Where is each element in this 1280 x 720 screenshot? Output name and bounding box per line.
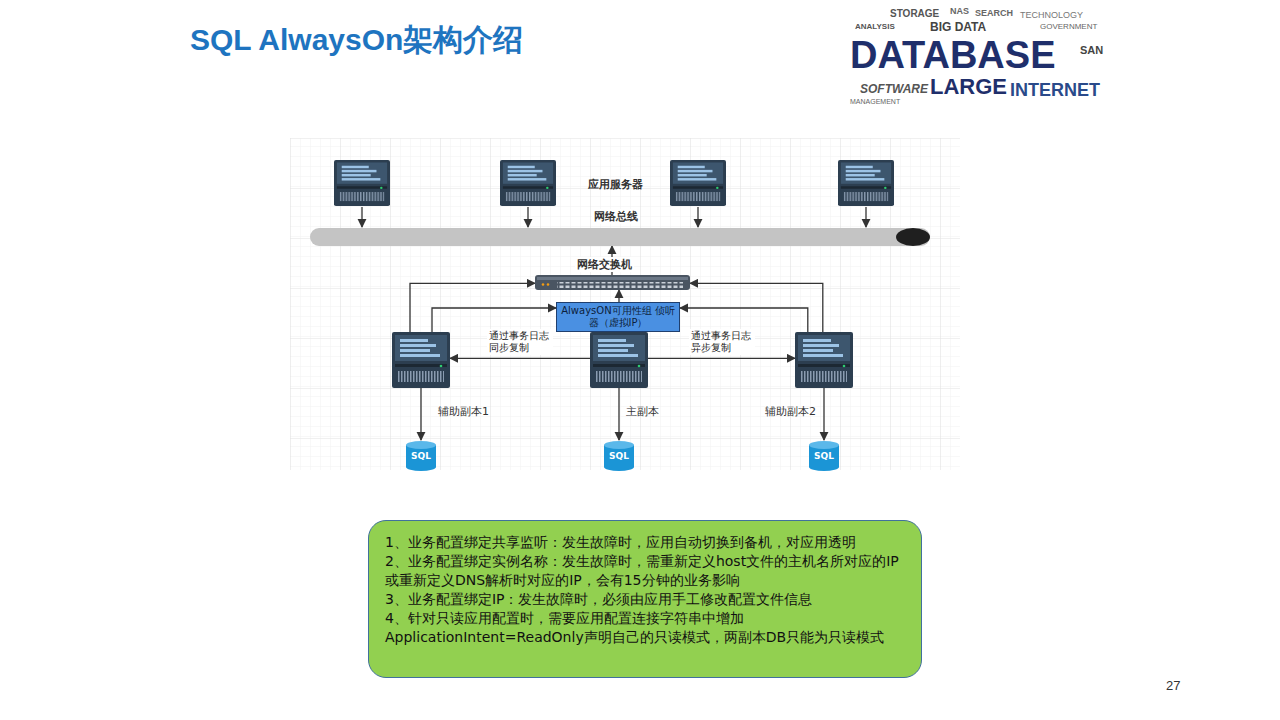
note-item: 2、业务配置绑定实例名称：发生故障时，需重新定义host文件的主机名所对应的IP… (385, 552, 905, 590)
edge-label: 通过事务日志异步复制 (689, 329, 755, 355)
word-cloud-word: LARGE (930, 74, 1007, 100)
srv-icon (590, 332, 648, 388)
database-cylinder: SQL (603, 440, 635, 472)
connector (450, 358, 590, 359)
slide-title: SQL AlwaysOn架构介绍 (190, 20, 523, 61)
page-number: 27 (1166, 678, 1180, 693)
node-text: 网络交换机 (575, 257, 634, 272)
word-cloud-word: TECHNOLOGY (1020, 10, 1083, 20)
database-cylinder: SQL (405, 440, 437, 472)
database-cylinder: SQL (808, 440, 840, 472)
word-cloud-word: SEARCH (975, 8, 1013, 18)
srv-icon (392, 332, 450, 388)
app-servers (334, 160, 894, 206)
word-cloud-word: NAS (950, 6, 969, 16)
note-item: 4、针对只读应用配置时，需要应用配置连接字符串中增加ApplicationInt… (385, 609, 905, 647)
edge-label: 通过事务日志同步复制 (487, 329, 553, 355)
server: 辅助副本2 (795, 332, 853, 388)
word-cloud-word: INTERNET (1010, 80, 1100, 101)
srv-icon (795, 332, 853, 388)
connector (648, 358, 795, 359)
connector (618, 388, 619, 440)
word-cloud-word: MANAGEMENT (850, 98, 900, 105)
server: 辅助副本1 (392, 332, 450, 388)
db-label: SQL (603, 451, 635, 461)
word-cloud-word: ANALYSIS (855, 22, 895, 31)
server-name: 辅助副本1 (438, 404, 489, 419)
group-label: 应用服务器 (588, 177, 643, 192)
app-arrows (362, 207, 866, 227)
word-cloud-word: STORAGE (890, 8, 939, 19)
sw-icon (535, 275, 690, 290)
server-name: 辅助副本2 (765, 404, 816, 419)
server: 主副本 (590, 332, 648, 388)
bus-bar (310, 228, 930, 246)
server-name: 主副本 (626, 404, 659, 419)
word-cloud-word: SAN (1080, 44, 1103, 56)
word-cloud-word: SOFTWARE (860, 82, 928, 96)
word-cloud-word: BIG DATA (930, 20, 986, 34)
note-box: 1、业务配置绑定共享监听：发生故障时，应用自动切换到备机，对应用透明2、业务配置… (368, 520, 922, 678)
connector (823, 388, 824, 440)
network-bus: 网络总线 (310, 228, 930, 246)
db-label: SQL (808, 451, 840, 461)
word-cloud-word: GOVERNMENT (1040, 22, 1097, 31)
network-switch: 网络交换机 (535, 275, 690, 290)
grid-ground (290, 138, 960, 470)
connector (618, 290, 619, 302)
connector (420, 388, 421, 440)
word-cloud-word: DATABASE (850, 34, 1055, 77)
node-text: 网络总线 (592, 209, 640, 224)
node-text: AlwaysON可用性组 侦听器（虚拟IP） (561, 305, 675, 329)
note-item: 3、业务配置绑定IP：发生故障时，必须由应用手工修改配置文件信息 (385, 590, 905, 609)
listener-box: AlwaysON可用性组 侦听器（虚拟IP） (556, 302, 680, 332)
note-item: 1、业务配置绑定共享监听：发生故障时，应用自动切换到备机，对应用透明 (385, 533, 905, 552)
db-label: SQL (405, 451, 437, 461)
